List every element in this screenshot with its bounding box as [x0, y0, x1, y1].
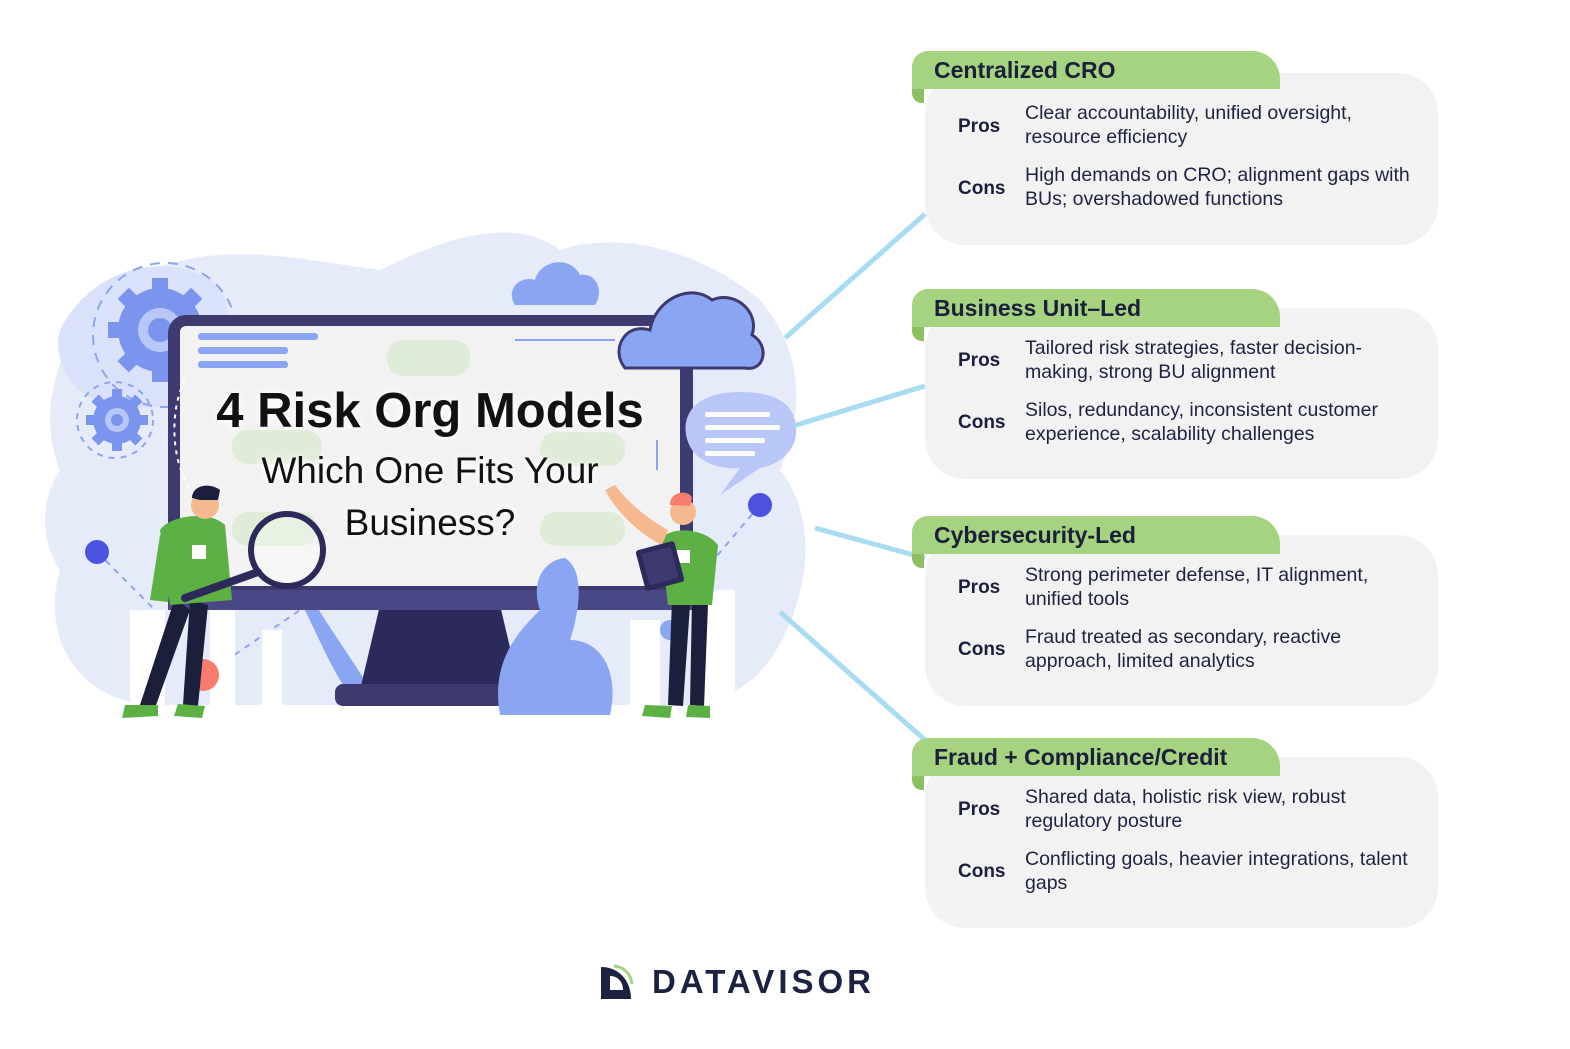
pros-label: Pros — [958, 577, 1001, 598]
model-tab-fraud-compliance-credit: Fraud + Compliance/Credit — [912, 738, 1280, 790]
model-tab-cybersecurity-led: Cybersecurity-Led — [912, 516, 1280, 568]
cloud-icon — [617, 291, 765, 370]
model-card-fraud-compliance-credit: Pros Shared data, holistic risk view, ro… — [925, 757, 1438, 928]
network-line — [96, 551, 161, 616]
pros-text: Clear accountability, unified oversight,… — [1025, 102, 1352, 148]
dashed-orbit-small — [76, 381, 154, 459]
pros-label: Pros — [958, 799, 1001, 820]
clipboard-icon — [635, 541, 685, 591]
pros-label: Pros — [958, 350, 1001, 371]
model-tab-business-unit-led: Business Unit–Led — [912, 289, 1280, 341]
model-tab-centralized-cro: Centralized CRO — [912, 51, 1280, 103]
cons-label: Cons — [958, 861, 1006, 882]
cons-label: Cons — [958, 412, 1006, 433]
monitor-base — [335, 684, 545, 706]
network-line — [704, 504, 761, 571]
gear-icon-small — [86, 389, 148, 451]
cons-label: Cons — [958, 178, 1006, 199]
page-title: 4 Risk Org Models — [216, 384, 644, 438]
page-subtitle: Which One Fits Your Business? — [261, 450, 599, 543]
model-card-business-unit-led: Pros Tailored risk strategies, faster de… — [925, 308, 1438, 479]
pros-text: Tailored risk strategies, faster decisio… — [1025, 337, 1363, 383]
speech-bubble-icon — [685, 392, 797, 495]
pros-text: Shared data, holistic risk view, robust … — [1025, 786, 1346, 832]
datavisor-logo: DATAVISOR — [598, 962, 888, 1002]
pros-label: Pros — [958, 116, 1001, 137]
monitor-chin — [168, 590, 693, 610]
cons-text: Fraud treated as secondary, reactive app… — [1025, 626, 1342, 672]
magnifying-glass-icon — [181, 511, 326, 602]
model-card-cybersecurity-led: Pros Strong perimeter defense, IT alignm… — [925, 535, 1438, 706]
pros-text: Strong perimeter defense, IT alignment, … — [1025, 564, 1369, 610]
screen-flow-boxes — [232, 340, 625, 546]
screen-text-lines — [198, 333, 318, 368]
network-dot — [748, 493, 772, 517]
monitor-stand — [360, 605, 520, 690]
cons-text: Silos, redundancy, inconsistent customer… — [1025, 399, 1378, 445]
cons-text: Conflicting goals, heavier integrations,… — [1025, 848, 1408, 894]
brand-name: DATAVISOR — [652, 963, 875, 1000]
cons-label: Cons — [958, 639, 1006, 660]
person-left — [122, 485, 232, 718]
leaf-decoration — [300, 595, 380, 705]
model-card-centralized-cro: Pros Clear accountability, unified overs… — [925, 73, 1438, 245]
plant-icon — [498, 558, 613, 715]
cloud-icon-small — [511, 262, 600, 305]
hero-illustration — [45, 232, 806, 718]
cons-text: High demands on CRO; alignment gaps with… — [1025, 164, 1410, 210]
network-dot — [85, 540, 109, 564]
datavisor-logo-icon — [601, 964, 634, 999]
